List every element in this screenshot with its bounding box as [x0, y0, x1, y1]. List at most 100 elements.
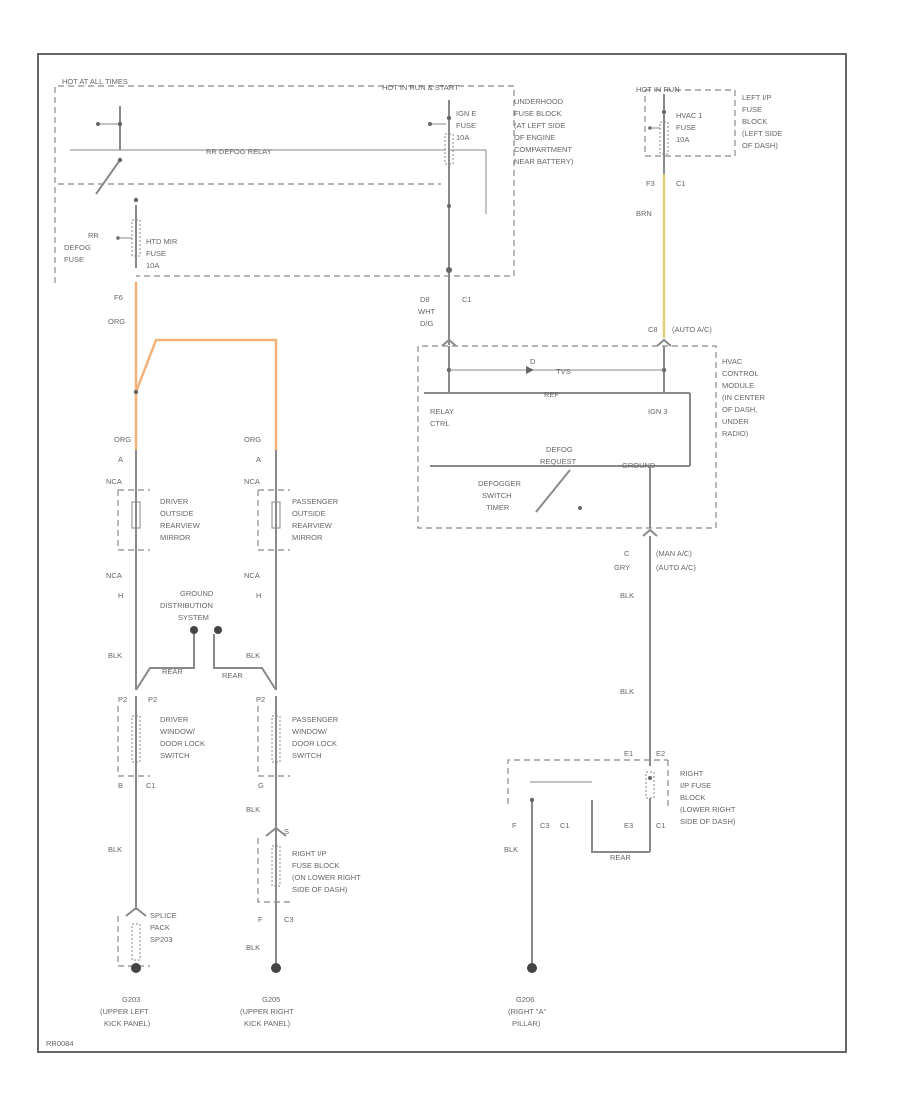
hvac-desc-3: MODULE — [722, 381, 754, 390]
wire-label-a2: A — [256, 455, 261, 464]
wire-label-blk9: BLK — [504, 845, 518, 854]
diode-label-d: D — [530, 357, 536, 366]
wire-label-blk2: BLK — [246, 651, 260, 660]
ground-dist-1: GROUND — [180, 589, 214, 598]
hvac1-fuse-label: FUSE — [676, 123, 696, 132]
right-ip-r5: SIDE OF DASH) — [680, 817, 736, 826]
orange-wire — [134, 282, 278, 450]
wire-label-c8: C8 — [648, 325, 658, 334]
defogger-timer-label-3: TIMER — [486, 503, 510, 512]
wire-label-c1h: C — [624, 549, 630, 558]
hot-at-all-times-label: HOT AT ALL TIMES — [62, 77, 128, 86]
wire-label-p2c: P2 — [256, 695, 265, 704]
left-ip-desc-2: FUSE — [742, 105, 762, 114]
ref-label: REF — [544, 390, 559, 399]
wire-label-blk3: BLK — [108, 845, 122, 854]
defog-request-label-1: DEFOG — [546, 445, 573, 454]
wire-label-nca4: NCA — [244, 571, 260, 580]
ign-e-fuse-label: FUSE — [456, 121, 476, 130]
ground-distribution: GROUND DISTRIBUTION SYSTEM REAR REAR — [135, 589, 277, 691]
hot-in-run-label: HOT IN RUN — [636, 85, 680, 94]
splice-label-1: SPLICE — [150, 911, 177, 920]
left-ip-desc-3: BLOCK — [742, 117, 767, 126]
wire-label-f6: F6 — [114, 293, 123, 302]
ign-e-label: IGN E — [456, 109, 476, 118]
htd-mir-label: HTD MIR — [146, 237, 178, 246]
wire-label-c1a: C1 — [676, 179, 686, 188]
right-ip-l1: RIGHT I/P — [292, 849, 326, 858]
left-ip-desc-1: LEFT I/P — [742, 93, 771, 102]
wire-label-blk1: BLK — [108, 651, 122, 660]
defog-label: DEFOG — [64, 243, 91, 252]
ground-g203 — [131, 963, 141, 973]
defogger-timer-label-1: DEFOGGER — [478, 479, 522, 488]
auto-ac-label-bottom: (AUTO A/C) — [656, 563, 696, 572]
ground-label: GROUND — [622, 461, 656, 470]
wire-label-nca3: NCA — [244, 477, 260, 486]
underhood-desc-1: UNDERHOOD — [514, 97, 564, 106]
rr-label: RR — [88, 231, 99, 240]
wire-label-blk7: BLK — [620, 591, 634, 600]
underhood-desc-6: NEAR BATTERY) — [514, 157, 574, 166]
passenger-switch-4: SWITCH — [292, 751, 322, 760]
g205-label-2: (UPPER RIGHT — [240, 1007, 294, 1016]
hvac-desc-1: HVAC — [722, 357, 743, 366]
wire-label-nca2: NCA — [106, 571, 122, 580]
ign-e-amp-label: 10A — [456, 133, 469, 142]
left-ip-desc-5: OF DASH) — [742, 141, 778, 150]
g203-label-3: KICK PANEL) — [104, 1019, 151, 1028]
wire-label-e2: E2 — [656, 749, 665, 758]
wire-label-c3a: C3 — [284, 915, 294, 924]
passenger-switch-1: PASSENGER — [292, 715, 339, 724]
hot-in-run-start-label: HOT IN RUN & START — [382, 83, 459, 92]
ground-dist-3: SYSTEM — [178, 613, 209, 622]
ign3-label: IGN 3 — [648, 407, 668, 416]
htd-mir-fuse-label: FUSE — [146, 249, 166, 258]
passenger-mirror-2: OUTSIDE — [292, 509, 325, 518]
wire-label-h1: H — [118, 591, 123, 600]
right-ip-s-label: S — [284, 827, 289, 836]
wire-label-a1: A — [118, 455, 123, 464]
diagram-code: RR0084 — [46, 1039, 74, 1048]
wire-label-blk4: BLK — [246, 805, 260, 814]
wire-label-p2b: P2 — [148, 695, 157, 704]
wire-label-f3: F3 — [646, 179, 655, 188]
wire-label-dg: D/G — [420, 319, 434, 328]
g205-label-3: KICK PANEL) — [244, 1019, 291, 1028]
rear-label-2: REAR — [610, 853, 631, 862]
driver-switch-2: WINDOW/ — [160, 727, 196, 736]
relay-ctrl-label-2: CTRL — [430, 419, 450, 428]
wire-label-wht: WHT — [418, 307, 435, 316]
right-ip-l3: (ON LOWER RIGHT — [292, 873, 361, 882]
fuse-label-left: FUSE — [64, 255, 84, 264]
wire-label-blk8: BLK — [620, 687, 634, 696]
driver-mirror-4: MIRROR — [160, 533, 191, 542]
right-ip-fuse-block: E1 E2 RIGHT I/P FUSE BLOCK (LOWER RIGHT … — [504, 749, 736, 1028]
ground-g205 — [271, 963, 281, 973]
defogger-timer-label-2: SWITCH — [482, 491, 512, 500]
underhood-desc-4: OF ENGINE — [514, 133, 555, 142]
passenger-mirror-1: PASSENGER — [292, 497, 339, 506]
htd-mir-amp-label: 10A — [146, 261, 159, 270]
left-ip-fuse-block: HOT IN RUN HVAC 1 FUSE 10A LEFT I/P FUSE… — [636, 85, 782, 174]
hvac-desc-6: UNDER — [722, 417, 749, 426]
g203-label-2: (UPPER LEFT — [100, 1007, 149, 1016]
hvac1-amp-label: 10A — [676, 135, 689, 144]
wire-label-e1: E1 — [624, 749, 633, 758]
hvac-desc-5: OF DASH, — [722, 405, 757, 414]
passenger-switch: P2 PASSENGER WINDOW/ DOOR LOCK SWITCH G … — [246, 695, 339, 966]
passenger-switch-2: WINDOW/ — [292, 727, 328, 736]
right-ip-r2: I/P FUSE — [680, 781, 711, 790]
g206-label-2: (RIGHT "A" — [508, 1007, 546, 1016]
underhood-desc-5: COMPARTMENT — [514, 145, 572, 154]
wire-label-d8: D8 — [420, 295, 430, 304]
left-ip-desc-4: (LEFT SIDE — [742, 129, 782, 138]
underhood-desc-2: FUSE BLOCK — [514, 109, 562, 118]
rr-defog-relay-label: RR DEFOG RELAY — [206, 147, 272, 156]
driver-mirror-2: OUTSIDE — [160, 509, 193, 518]
wire-label-org1: ORG — [108, 317, 125, 326]
right-ip-r4: (LOWER RIGHT — [680, 805, 736, 814]
right-ip-l4: SIDE OF DASH) — [292, 885, 348, 894]
passenger-mirror: ORG A NCA PASSENGER OUTSIDE REARVIEW MIR… — [244, 435, 339, 690]
